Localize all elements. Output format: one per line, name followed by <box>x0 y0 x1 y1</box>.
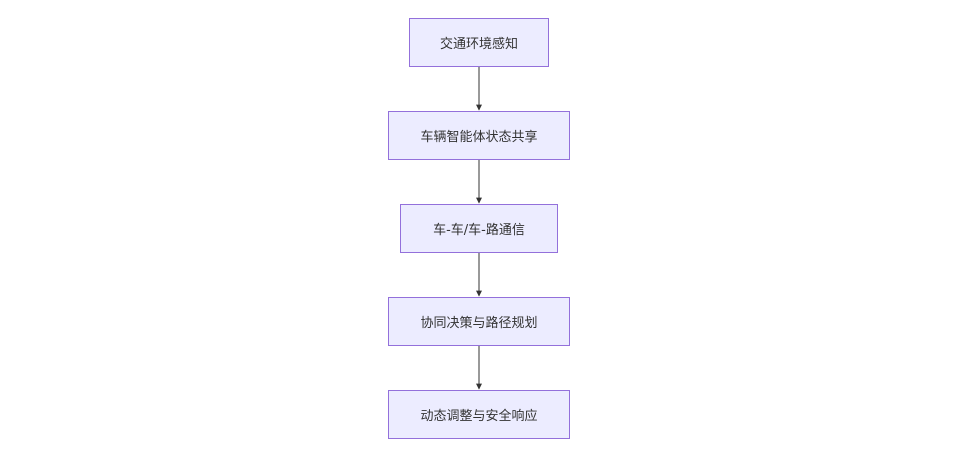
node-cooperative-decision-path-planning: 协同决策与路径规划 <box>388 297 570 346</box>
node-dynamic-adjustment-safety-response: 动态调整与安全响应 <box>388 390 570 439</box>
node-label: 车辆智能体状态共享 <box>420 130 538 145</box>
node-traffic-environment-perception: 交通环境感知 <box>409 18 549 67</box>
node-label: 车-车/车-路通信 <box>433 223 525 238</box>
node-label: 动态调整与安全响应 <box>420 409 538 424</box>
node-vehicle-agent-state-sharing: 车辆智能体状态共享 <box>388 111 570 160</box>
node-label: 交通环境感知 <box>439 37 518 52</box>
node-label: 协同决策与路径规划 <box>420 316 538 331</box>
node-v2v-v2i-communication: 车-车/车-路通信 <box>400 204 558 253</box>
